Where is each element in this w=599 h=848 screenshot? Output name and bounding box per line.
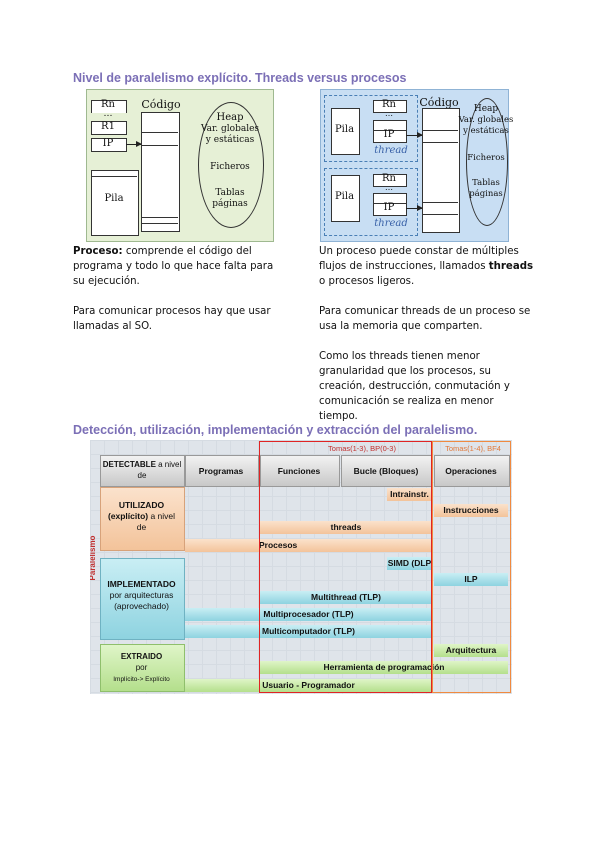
paralelismo-vertical-label: Paralelismo: [90, 535, 97, 581]
reg-ip-label: IP: [102, 138, 114, 149]
bar-procesos: Procesos: [185, 539, 432, 552]
col-operaciones: Operaciones: [445, 466, 497, 476]
bar-herramienta: Herramienta de programación: [260, 661, 508, 674]
bar-threads: threads: [260, 521, 432, 534]
reg-r1-label: R1: [101, 121, 115, 132]
codigo-label: Código: [141, 98, 181, 111]
red-frame: [259, 441, 432, 693]
col-bucle: Bucle (Bloques): [353, 466, 419, 476]
col-funciones: Funciones: [277, 466, 321, 476]
bar-multiprocesador: Multiprocesador (TLP): [185, 608, 432, 621]
section-heading-threads: Nivel de paralelismo explícito. Threads …: [73, 71, 407, 85]
process-diagram: Rn … R1 IP Pila Código Heap Var. globale…: [86, 89, 274, 242]
col-programas: Programas: [198, 466, 244, 476]
bar-multithread: Multithread (TLP): [260, 591, 432, 604]
thread-diagram: Pila Rn … IP thread Pila Rn … IP thread …: [320, 89, 513, 242]
bar-multicomputador: Multicomputador (TLP): [185, 625, 432, 638]
bar-arquitectura: Arquitectura: [434, 644, 508, 657]
bar-intrainstr: Intrainstr.: [387, 488, 432, 501]
reg-rn-label: Rn: [101, 99, 115, 110]
bar-usuario: Usuario - Programador: [185, 679, 432, 692]
bar-ilp: ILP: [434, 573, 508, 586]
detectable-label: DETECTABLE a nivel de: [102, 460, 182, 480]
section-heading-deteccion: Detección, utilización, implementación y…: [73, 423, 478, 437]
pila-label: Pila: [104, 193, 124, 204]
thread-label: thread: [374, 145, 408, 156]
bar-simd: SIMD (DLP: [387, 557, 432, 570]
orange-frame: [432, 441, 511, 693]
parallelism-table: Paralelismo Tomas(1-3), BP(0-3) Tomas(1-…: [90, 440, 512, 694]
thread-description: Un proceso puede constar de múltiples fl…: [319, 246, 534, 422]
ficheros-label: Ficheros: [210, 162, 250, 172]
bar-instrucciones: Instrucciones: [434, 504, 508, 517]
heap-label: Heap: [216, 112, 244, 123]
process-description: Proceso: comprende el código del program…: [73, 246, 274, 332]
tomas-orange-label: Tomas(1-4), BF4: [445, 444, 501, 453]
tomas-red-label: Tomas(1-3), BP(0-3): [328, 444, 396, 453]
